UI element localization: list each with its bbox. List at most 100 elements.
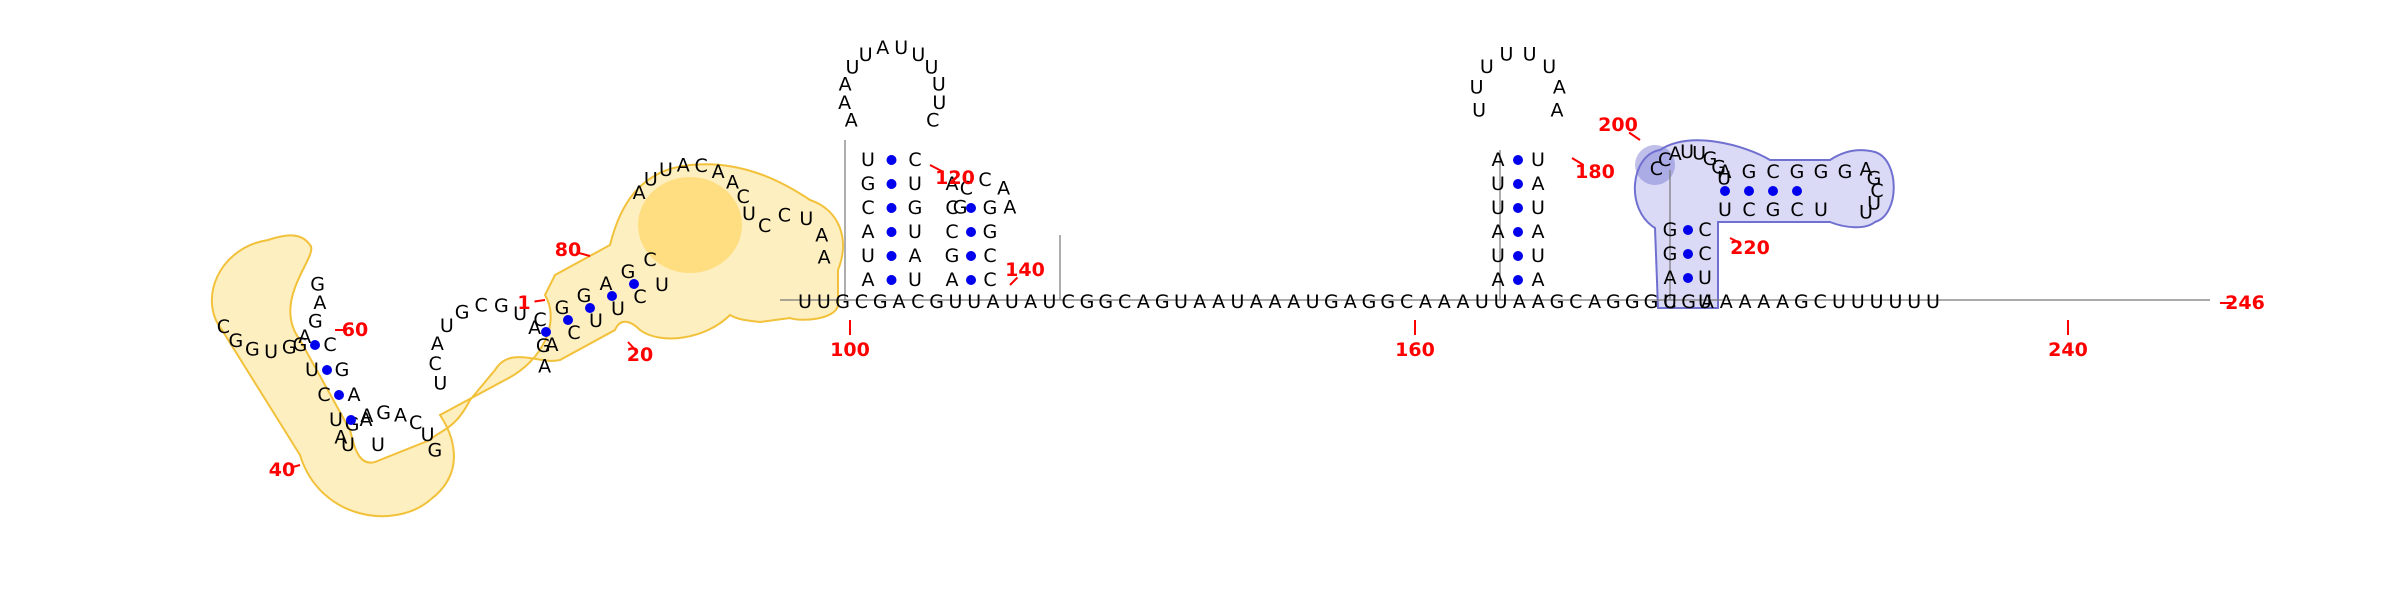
nucleotide: G	[282, 336, 297, 358]
loop-nucleotide: C	[926, 109, 939, 131]
base-pair-dot	[322, 365, 332, 375]
nucleotide: G	[555, 297, 570, 319]
loop-nucleotide: A	[845, 109, 858, 131]
loop-nucleotide: U	[1542, 56, 1556, 78]
position-label: 140	[1005, 259, 1045, 281]
nucleotide: A	[893, 291, 906, 313]
position-tick	[1009, 276, 1019, 286]
loop-nucleotide: G	[953, 197, 968, 219]
nucleotide: C	[1698, 219, 1711, 241]
nucleotide: A	[1532, 173, 1545, 195]
loop-nucleotide: G	[1711, 156, 1726, 178]
base-pair-dot	[1513, 155, 1523, 165]
nucleotide: G	[1625, 291, 1640, 313]
nucleotide: A	[360, 409, 373, 431]
nucleotide: G	[983, 221, 998, 243]
position-label: 120	[935, 167, 975, 189]
nucleotide: A	[1212, 291, 1225, 313]
nucleotide: G	[455, 302, 470, 324]
nucleotide: U	[1042, 291, 1056, 313]
nucleotide: A	[818, 247, 831, 269]
nucleotide: A	[538, 355, 551, 377]
nucleotide: U	[861, 149, 875, 171]
nucleotide: G	[428, 439, 443, 461]
nucleotide: G	[228, 330, 243, 352]
nucleotide: A	[1287, 291, 1300, 313]
nucleotide: U	[1531, 149, 1545, 171]
yellow-highlight-region	[210, 163, 844, 518]
nucleotide: A	[633, 182, 646, 204]
position-label: 200	[1598, 114, 1638, 136]
base-pair-dot	[1683, 225, 1693, 235]
nucleotide: A	[862, 269, 875, 291]
nucleotide: C	[861, 197, 874, 219]
nucleotide: U	[1174, 291, 1188, 313]
nucleotide: G	[1080, 291, 1095, 313]
nucleotide: U	[1306, 291, 1320, 313]
loop-nucleotide: U	[1499, 44, 1513, 66]
nucleotide: G	[1742, 161, 1757, 183]
loop-nucleotide: A	[1550, 100, 1563, 122]
nucleotide: U	[1491, 173, 1505, 195]
nucleotide: U	[798, 291, 812, 313]
nucleotide: U	[1718, 199, 1732, 221]
nucleotide: U	[1832, 291, 1846, 313]
loop-nucleotide: A	[997, 177, 1010, 199]
nucleotide: G	[1663, 243, 1678, 265]
nucleotide: C	[643, 249, 656, 271]
base-pair-dot	[886, 275, 897, 285]
base-pair-dot	[966, 275, 976, 285]
nucleotide: U	[908, 173, 922, 195]
nucleotide: A	[334, 426, 347, 448]
nucleotide: G	[908, 197, 923, 219]
nucleotide: G	[1663, 219, 1678, 241]
nucleotide: U	[341, 434, 355, 456]
base-pair-dot	[886, 203, 897, 213]
nucleotide: C	[1569, 291, 1582, 313]
nucleotide: U	[967, 291, 981, 313]
nucleotide: U	[817, 291, 831, 313]
base-pair-dot	[1683, 273, 1693, 283]
base-pair-dot	[1513, 227, 1523, 237]
nucleotide: A	[1701, 291, 1714, 313]
nucleotide: A	[313, 292, 326, 314]
position-tick	[578, 252, 591, 257]
nucleotide: U	[1494, 291, 1508, 313]
nucleotide: C	[1814, 291, 1827, 313]
nucleotide: A	[1664, 267, 1677, 289]
nucleotide: C	[317, 384, 330, 406]
position-label: 240	[2048, 339, 2088, 361]
loop-nucleotide: U	[894, 37, 908, 59]
nucleotide: U	[1870, 291, 1884, 313]
base-pair-dot	[1513, 203, 1523, 213]
nucleotide: G	[1098, 291, 1113, 313]
nucleotide: U	[1230, 291, 1244, 313]
base-pair-dot	[1513, 251, 1523, 261]
position-tick	[1729, 237, 1741, 244]
loop-nucleotide: U	[1523, 44, 1537, 66]
nucleotide: C	[1742, 199, 1755, 221]
nucleotide: U	[371, 434, 385, 456]
nucleotide: C	[633, 286, 646, 308]
nucleotide: U	[861, 245, 875, 267]
nucleotide: C	[983, 269, 996, 291]
base-pair-dot	[563, 315, 573, 325]
nucleotide: U	[1926, 291, 1940, 313]
nucleotide: U	[659, 159, 673, 181]
position-tick	[1571, 157, 1585, 166]
nucleotide: U	[264, 341, 278, 363]
nucleotide: C	[217, 316, 230, 338]
position-label: 180	[1575, 161, 1615, 183]
nucleotide: A	[1419, 291, 1432, 313]
nucleotide: A	[677, 154, 690, 176]
nucleotide: A	[946, 269, 959, 291]
loop-nucleotide: U	[1472, 100, 1486, 122]
base-pair-dot	[966, 203, 976, 213]
position-tick	[929, 164, 943, 173]
loop-nucleotide: U	[1680, 141, 1694, 163]
base-pair-dot	[1513, 275, 1523, 285]
nucleotide: U	[440, 315, 454, 337]
nucleotide: U	[611, 298, 625, 320]
